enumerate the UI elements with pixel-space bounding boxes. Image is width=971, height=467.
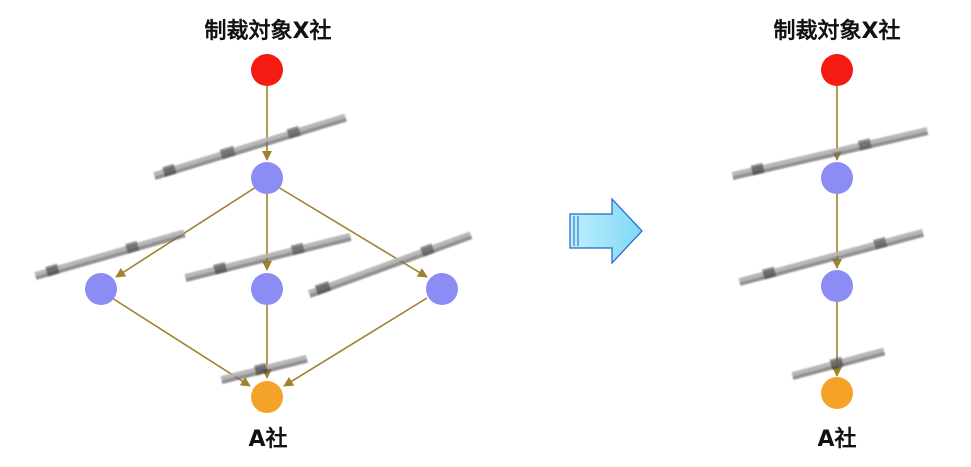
left-node-middle xyxy=(251,273,283,305)
left-node-a xyxy=(251,381,283,413)
left-source-label: 制裁対象X社 xyxy=(205,18,332,44)
right-node-a xyxy=(821,377,853,409)
left-obscured-label-2 xyxy=(34,229,186,280)
right-source-label: 制裁対象X社 xyxy=(774,18,901,44)
right-obscured-labels xyxy=(731,127,929,380)
left-node-right xyxy=(426,273,458,305)
left-node-hub xyxy=(251,162,283,194)
right-obscured-label-2 xyxy=(738,229,925,286)
left-node-sanctioned-x xyxy=(251,54,283,86)
right-obscured-label-3 xyxy=(791,347,886,380)
left-target-label: A社 xyxy=(248,426,287,452)
left-edges xyxy=(111,86,428,387)
left-edge-right-to-a xyxy=(283,297,428,387)
right-diagram: 制裁対象X社 A社 xyxy=(731,18,929,452)
right-node-sanctioned-x xyxy=(821,54,853,86)
left-edge-hub-to-left xyxy=(115,186,257,278)
left-obscured-label-4 xyxy=(307,231,473,298)
left-obscured-label-3 xyxy=(184,233,352,282)
left-node-left xyxy=(85,273,117,305)
right-obscured-label-1 xyxy=(731,127,929,180)
right-node-2 xyxy=(821,270,853,302)
right-node-1 xyxy=(821,162,853,194)
left-obscured-labels xyxy=(34,113,473,384)
left-edge-left-to-a xyxy=(111,297,251,387)
left-diagram: 制裁対象X社 A社 xyxy=(34,18,473,452)
right-arrow-icon xyxy=(569,197,643,265)
left-obscured-label-1 xyxy=(153,113,347,180)
left-obscured-label-5 xyxy=(220,354,308,384)
right-target-label: A社 xyxy=(817,426,856,452)
